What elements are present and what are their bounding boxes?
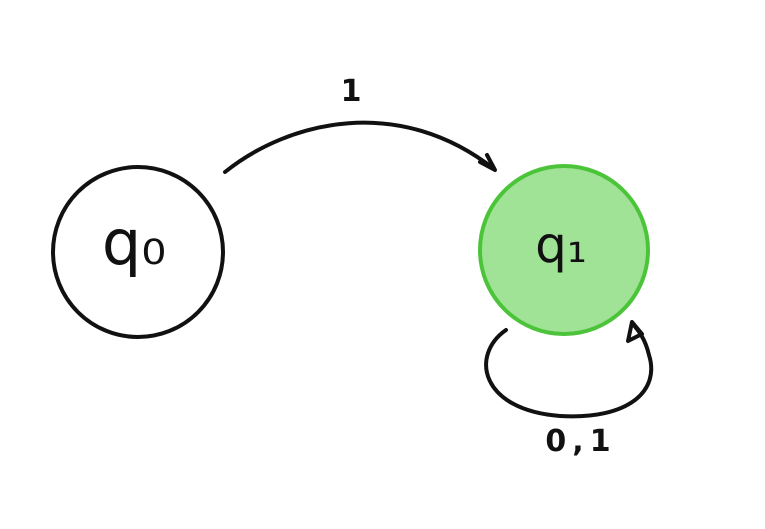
transition-q0-q1-arrowhead: [478, 153, 497, 172]
transition-q0-q1-arc: [223, 120, 496, 174]
state-q0: q₀: [51, 165, 225, 339]
transition-q0-q1: 1: [223, 74, 497, 174]
transition-q1-loop-label: 0,1: [545, 424, 616, 459]
transition-q1-loop-arrowhead: [626, 320, 644, 343]
state-q1-label: q₁: [535, 216, 587, 274]
state-q0-label: q₀: [102, 206, 166, 279]
transition-q1-self-loop: 0,1: [484, 320, 654, 459]
transition-q0-q1-label: 1: [341, 74, 362, 109]
state-q1-circle: [478, 164, 650, 336]
state-q1: q₁: [478, 164, 650, 336]
state-q0-circle: [51, 165, 225, 339]
transition-q1-loop-arc: [484, 321, 654, 419]
